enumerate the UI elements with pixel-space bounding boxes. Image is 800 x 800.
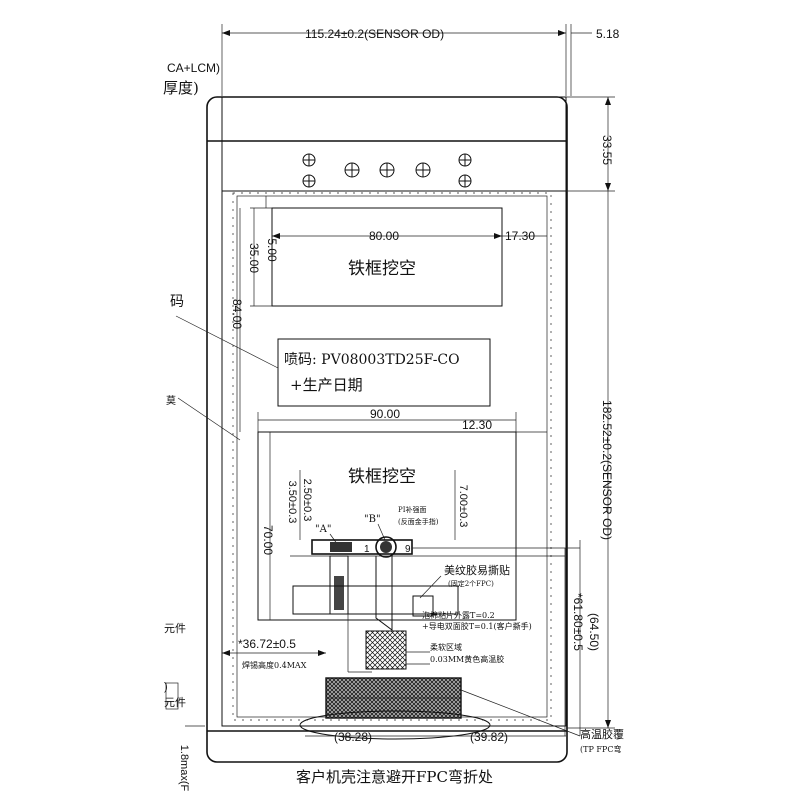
flex-zone-block [365,630,407,670]
dim-38-28-label: (38.28) [334,730,372,744]
foam-label-2: +导电双面胶T=0.1(客户撕手) [422,621,532,631]
dim-12-30-group: 12.30 [462,418,547,433]
dim-36-72-group: *36.72±0.5 [222,637,326,656]
top-height-label: 33.55 [600,135,614,165]
component-label-1: 元件 [164,622,186,635]
spray-code-label: 喷码: PV08003TD25F-CO [284,352,460,368]
hi-temp-cover-label: 高温胶覆 [580,727,624,741]
leader-line [175,315,279,369]
solder-height-label: 焊锡高度0.4MAX [242,660,307,670]
tape-block [412,595,434,617]
lower-cutout-label: 铁框挖空 [348,467,416,487]
upper-frame-cutout [271,207,503,307]
sensor-height-dimension: 182.52±0.2(SENSOR OD) [566,191,615,729]
hole-icon [415,162,431,178]
sensor-width-dimension: 115.24±0.2(SENSOR OD) [221,24,567,96]
tp-fpc-label: (TP FPC弯 [580,744,621,754]
bend-zone-ellipse [299,710,491,740]
code-partial-label: 码 [170,294,184,310]
dim-39-82-label: (39.82) [470,730,508,744]
dim-64-50-group: (64.50) [587,613,601,651]
sensor-height-label: 182.52±0.2(SENSOR OD) [600,400,614,540]
hole-icon [458,174,472,188]
dim-61-80-label: *61.80±0.5 [571,593,585,651]
production-date-label: +生产日期 [290,376,363,394]
dim-84-label: 84.00 [230,299,244,329]
lower-frame-cutout [257,431,517,621]
bottom-note: 客户机壳注意避开FPC弯折处 [296,768,493,786]
marker-b-label: "B" [364,514,381,525]
pin-1-label: 1 [364,544,370,555]
left-partial-label: 莫 [166,395,176,407]
dim-7-00-group: 7.00±0.3 [454,470,469,540]
dim-70-label: 70.00 [261,525,275,555]
right-offset-label: 5.18 [596,27,620,41]
dim-3-50-label: 3.50±0.3 [286,481,298,524]
top-bezel [221,96,567,192]
pin-9-label: 9 [405,544,411,555]
sensor-area [221,190,567,727]
tape-label-2: (固定2个FPC) [448,579,494,588]
dim-84-group: 84.00 [230,208,244,432]
dim-80-label: 80.00 [369,229,399,243]
pi-note-2: (反面金手指) [398,517,439,526]
hole-icon [302,153,316,167]
mounting-holes [302,153,472,188]
dim-61-80-group: *61.80±0.5 [571,593,585,651]
component-box [165,682,179,710]
dim-39-82-group: (39.82) [460,730,566,744]
connector-b [380,541,392,553]
sensor-width-label: 115.24±0.2(SENSOR OD) [305,27,444,41]
dim-90-label: 90.00 [370,407,400,421]
dim-90-group: 90.00 [257,407,517,432]
connector-bar [311,539,413,555]
dim-17-30-group: 17.30 [502,229,547,243]
connector-b-circle [375,536,397,558]
hole-icon [344,162,360,178]
component-label-2: 元件 [164,696,186,709]
marker-a-label: "A" [315,524,331,535]
tape-label-1: 美纹胶易撕贴 [444,563,510,577]
fpc-ribbon-b [375,556,393,631]
connector-a [330,542,352,552]
dim-36-72-label: *36.72±0.5 [238,637,296,651]
spray-code-box [277,338,491,407]
hole-icon [458,153,472,167]
flex-area-label: 柔软区域 [430,642,462,652]
top-height-dimension: 33.55 [566,96,615,192]
dim-38-28-group: (38.28) [305,730,460,744]
leader-line [460,689,581,737]
fpc-strip [334,576,344,610]
dim-70-group: 70.00 [261,432,275,620]
leader-line [419,575,442,599]
ca-lcm-label: CA+LCM) [167,61,220,75]
dim-2-50-label: 2.50±0.3 [301,479,313,522]
thickness-label: 厚度) [163,79,199,97]
pi-note-1: PI补强面 [398,505,426,514]
dim-5-35-group: 5.00 35.00 [247,196,279,307]
tape-band [292,585,459,615]
right-offset-dimension: 5.18 [570,24,620,96]
leader-line [177,397,241,441]
dim-35-label: 35.00 [247,243,261,273]
dim-80-group: 80.00 [272,229,502,243]
dim-12-30-label: 12.30 [462,418,492,432]
dim-5-label: 5.00 [265,238,279,262]
dim-64-50-label: (64.50) [587,613,601,651]
yellow-tape-label: 0.03MM黄色高温胶 [430,654,504,664]
dim-17-30-label: 17.30 [505,229,535,243]
upper-cutout-label: 铁框挖空 [348,259,416,279]
dim-1-8-label: 1.8max(F [178,745,190,792]
dim-7-00-label: 7.00±0.3 [457,485,469,528]
hole-icon [379,162,395,178]
foam-label-1: 泡棉粘片外露T=0.2 [422,610,495,620]
hole-icon [302,174,316,188]
dim-2-50-group: 2.50±0.3 3.50±0.3 [286,470,313,540]
